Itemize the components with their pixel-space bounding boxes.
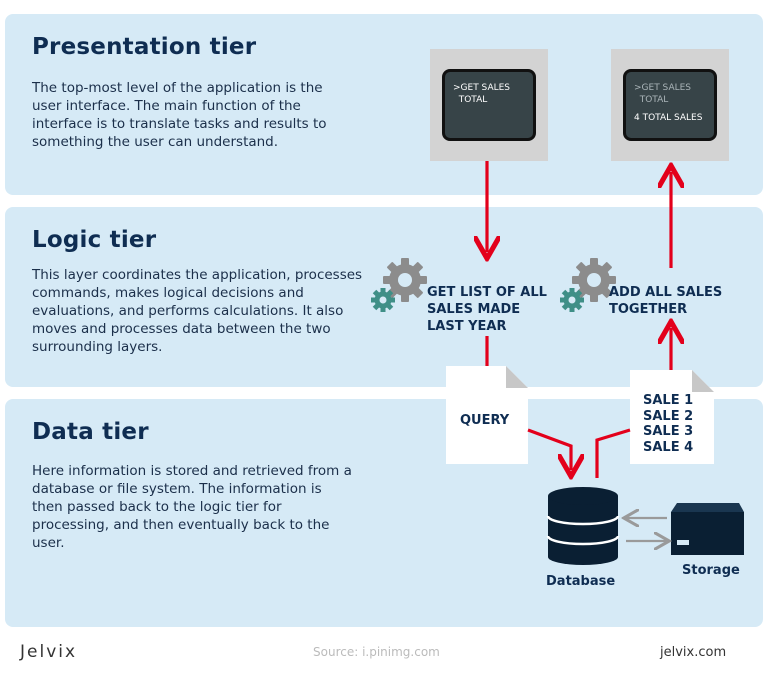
result-screen-command: >GET SALES TOTAL (634, 83, 692, 105)
result-screen: >GET SALES TOTAL 4 TOTAL SALES (623, 69, 717, 141)
site-url: jelvix.com (660, 645, 727, 660)
gear-icon (371, 288, 395, 312)
logic-tier-description: This layer coordinates the application, … (32, 267, 363, 355)
logic-step-sum-label: ADD ALL SALES TOGETHER (609, 285, 723, 317)
gear-icon (560, 288, 584, 312)
presentation-tier-description: The top-most level of the application is… (32, 80, 327, 150)
connector-database-to-sales (595, 428, 631, 478)
logic-tier-title: Logic tier (32, 227, 157, 253)
query-label: QUERY (460, 413, 510, 428)
result-monitor: >GET SALES TOTAL 4 TOTAL SALES (611, 49, 729, 161)
brand-logo: Jelvix (20, 642, 78, 662)
request-screen-text: >GET SALES TOTAL (453, 83, 511, 105)
gear-icon (383, 258, 427, 302)
request-screen: >GET SALES TOTAL (442, 69, 536, 141)
arrow-query-to-database (527, 428, 571, 470)
data-tier-description: Here information is stored and retrieved… (32, 463, 352, 551)
result-screen-total: 4 TOTAL SALES (634, 113, 703, 123)
sales-list-label: SALE 1 SALE 2 SALE 3 SALE 4 (643, 393, 694, 455)
storage-label: Storage (682, 563, 740, 578)
request-monitor: >GET SALES TOTAL (430, 49, 548, 161)
database-label: Database (546, 574, 616, 589)
storage-icon (671, 503, 744, 555)
database-icon (546, 487, 620, 565)
presentation-tier-title: Presentation tier (32, 34, 257, 60)
logic-tier-panel: Logic tier This layer coordinates the ap… (5, 207, 763, 387)
data-tier-title: Data tier (32, 419, 149, 445)
gear-icon (572, 258, 616, 302)
source-credit: Source: i.pinimg.com (313, 645, 440, 659)
logic-step-query-label: GET LIST OF ALL SALES MADE LAST YEAR (427, 285, 547, 334)
